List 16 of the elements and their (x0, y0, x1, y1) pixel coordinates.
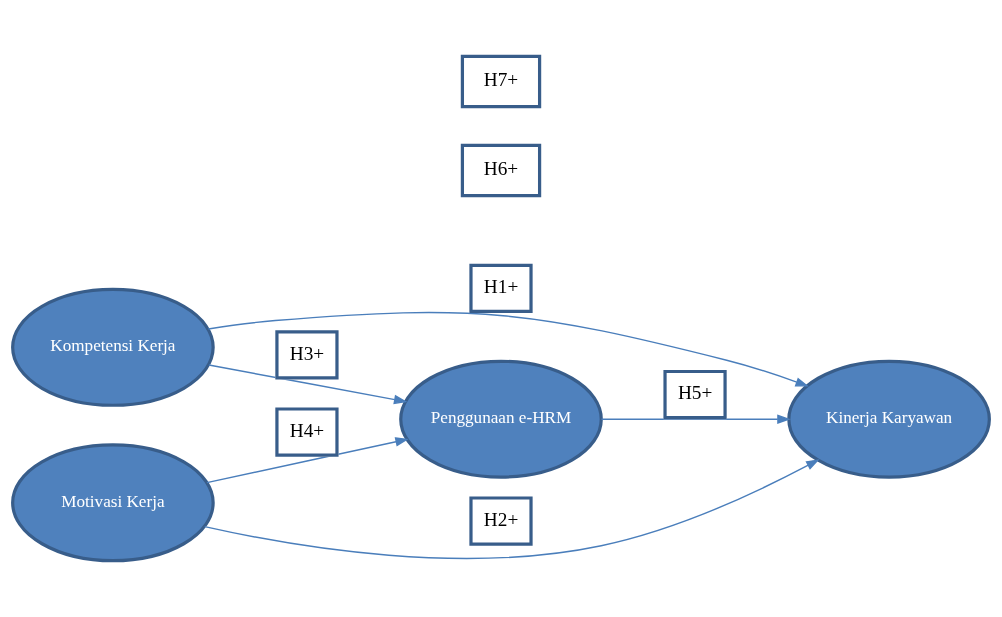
node-ellipse: Motivasi Kerja (11, 443, 215, 563)
edge-label: H5+ (677, 382, 713, 404)
node-box: H7+ (460, 54, 542, 109)
arrow (204, 459, 820, 560)
edge-label: H3+ (289, 342, 325, 364)
node-ellipse: Kinerja Karyawan (787, 359, 991, 479)
node-box: H6+ (460, 143, 542, 198)
arrow (208, 364, 408, 405)
edge-label: H2+ (483, 508, 519, 530)
node-ellipse: Kompetensi Kerja (11, 287, 215, 407)
arrow (207, 311, 809, 387)
node-ellipse: Penggunaan e-HRM (399, 359, 603, 479)
arrow (206, 437, 409, 484)
edge-label: H1+ (483, 276, 519, 298)
edge-label: H4+ (289, 419, 325, 441)
arrow (600, 414, 791, 424)
